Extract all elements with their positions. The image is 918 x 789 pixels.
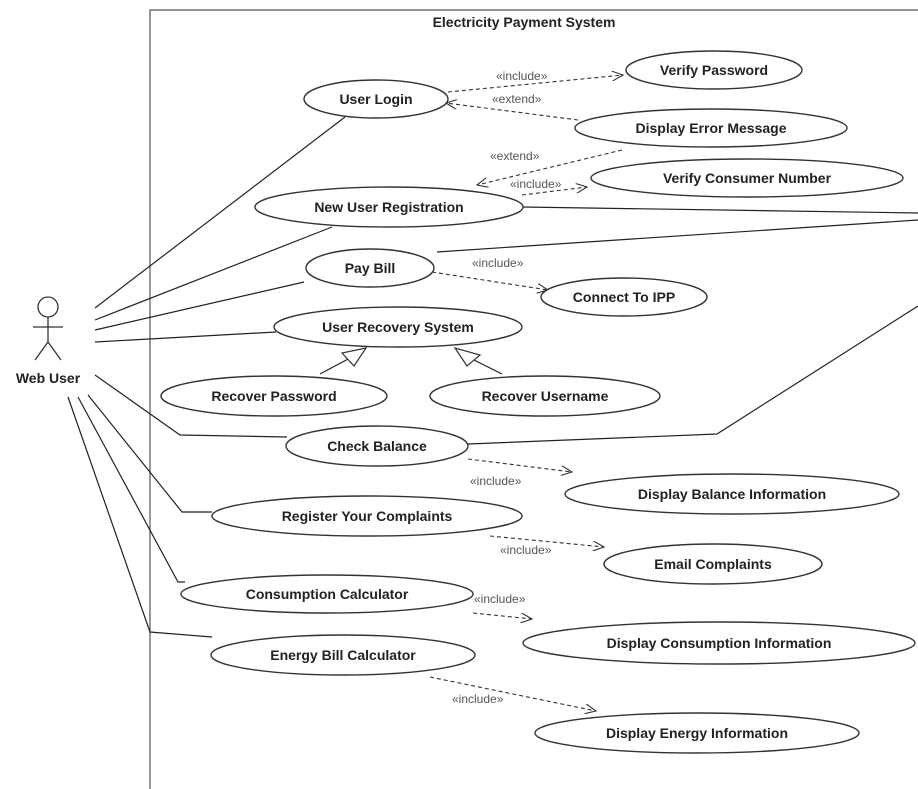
dep-login-verify-password [447,75,623,93]
actor-right-leg [47,341,62,361]
assoc-new-user-registration [94,226,333,321]
use-case-user-recovery-system: User Recovery System [273,306,523,348]
stereo-include-energy: «include» [452,692,504,706]
assoc-pay-bill [94,281,305,331]
use-case-label: Display Consumption Information [607,635,832,651]
use-case-check-balance: Check Balance [285,425,469,467]
use-case-energy-bill-calculator: Energy Bill Calculator [210,634,476,676]
use-case-pay-bill: Pay Bill [305,248,435,288]
stereo-include-paybill: «include» [472,256,524,270]
assoc-check-balance [94,374,288,438]
use-case-display-energy-information: Display Energy Information [534,712,860,754]
dep-complaints-email [489,535,604,547]
use-case-label: Connect To IPP [573,289,675,305]
stereo-include-balance: «include» [470,474,522,488]
stereo-include-registration: «include» [510,177,562,191]
use-case-recover-password: Recover Password [160,375,388,417]
use-case-recover-username: Recover Username [429,375,661,417]
dep-checkbalance-display-balance [467,458,572,472]
use-case-label: Recover Password [211,388,336,404]
use-case-register-your-complaints: Register Your Complaints [211,495,523,537]
use-case-connect-to-ipp: Connect To IPP [540,277,708,317]
stereo-include-consumption: «include» [474,592,526,606]
actor-label: Web User [16,370,81,386]
dep-energy-display [429,676,596,711]
use-case-label: Display Error Message [636,120,787,136]
use-case-label: Check Balance [327,438,427,454]
use-case-label: Display Energy Information [606,725,788,741]
use-case-verify-consumer-number: Verify Consumer Number [590,158,904,198]
actor-head [37,296,59,318]
stereotype-labels: «include» «extend» «extend» «include» «i… [452,69,562,706]
stereo-extend-login: «extend» [492,92,542,106]
dependencies [429,75,623,711]
use-case-label: User Recovery System [322,319,474,335]
gen-recover-password [319,357,351,375]
stereo-include-complaints: «include» [500,543,552,557]
assoc-consumption-calculator [77,396,185,583]
use-case-label: Consumption Calculator [246,586,409,602]
dep-paybill-connect-ipp [431,271,548,290]
assoc-register-complaints [87,394,212,513]
stereo-include-login: «include» [496,69,548,83]
generalizations [319,346,503,375]
use-case-verify-password: Verify Password [625,50,803,90]
line-paybill-right [436,219,918,253]
dep-registration-verify-consumer [521,187,587,196]
use-case-user-login: User Login [303,79,449,119]
actor-left-leg [34,341,49,361]
system-title: Electricity Payment System [433,14,616,30]
use-case-label: Display Balance Information [638,486,826,502]
external-lines [436,206,918,445]
dep-error-extends-registration [477,149,623,185]
web-user-actor: Web User [16,296,81,386]
use-case-email-complaints: Email Complaints [603,543,823,585]
line-checkbalance-right [467,305,918,445]
use-case-display-error-message: Display Error Message [574,108,848,148]
assoc-user-login [94,116,346,309]
line-registration-right [521,206,918,214]
use-case-display-balance-information: Display Balance Information [564,473,900,515]
use-case-label: Recover Username [482,388,609,404]
dep-consumption-display [472,612,532,619]
gen-triangle-right [453,346,482,367]
stereo-extend-registration: «extend» [490,149,540,163]
use-case-label: Register Your Complaints [282,508,453,524]
use-case-label: Verify Consumer Number [663,170,832,186]
actor-associations [67,116,346,638]
use-case-label: Energy Bill Calculator [270,647,416,663]
assoc-user-recovery [94,331,277,343]
use-case-new-user-registration: New User Registration [254,186,524,228]
assoc-energy-bill-calculator [67,396,213,638]
use-case-label: Verify Password [660,62,768,78]
dep-error-extends-login [446,103,579,121]
use-case-label: New User Registration [314,199,463,215]
use-case-label: Pay Bill [345,260,396,276]
use-case-display-consumption-information: Display Consumption Information [522,621,916,665]
use-case-consumption-calculator: Consumption Calculator [180,574,474,614]
gen-triangle-left [340,347,368,367]
use-case-label: Email Complaints [654,556,772,572]
use-case-label: User Login [339,91,412,107]
gen-recover-username [473,359,503,375]
